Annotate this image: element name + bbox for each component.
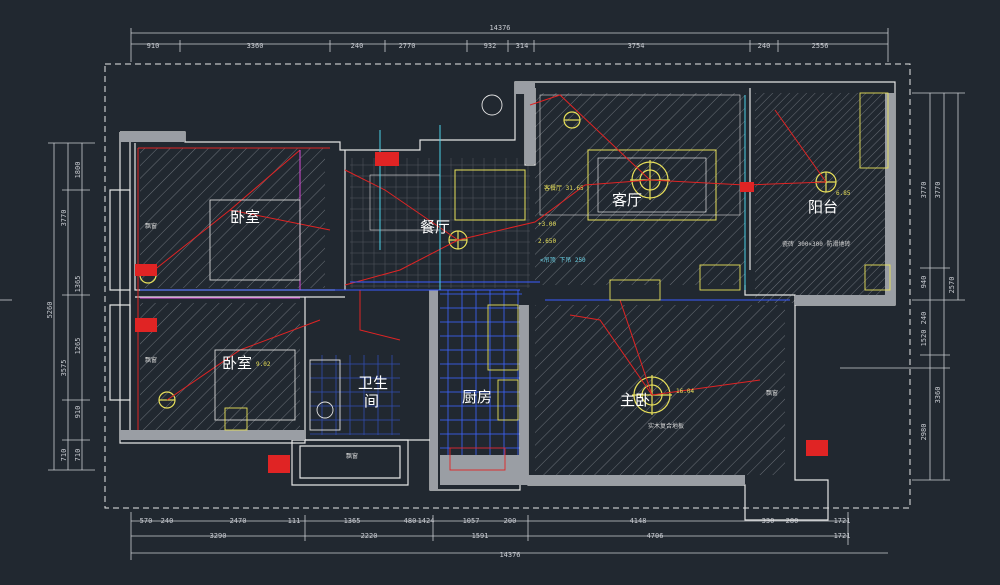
note-bedroom-area: 9.02 (256, 361, 271, 368)
left-dimension-lines (0, 142, 95, 471)
room-label-bedroom-top: 卧室 (230, 208, 260, 226)
note-living-area: 客餐厅 31.65 (544, 184, 584, 192)
note-window-4: 飘窗 (766, 389, 778, 397)
room-label-bathroom-a: 卫生 (358, 374, 388, 392)
note-balcony-area: 6.85 (836, 190, 851, 197)
bottom-mid-dim-3: 1591 (472, 532, 489, 540)
wall-solids (120, 82, 895, 490)
bottom-dim-2: 240 (161, 517, 174, 525)
bottom-total-dim: 14376 (499, 551, 520, 559)
master-chandelier-icon (632, 375, 672, 415)
note-master-area: 16.04 (676, 388, 694, 395)
note-window-3: 飘窗 (346, 452, 358, 460)
top-dim-2: 3360 (247, 42, 264, 50)
room-label-master: 主卧 (620, 391, 650, 409)
bottom-dim-9: 200 (504, 517, 517, 525)
right-dimension-lines (840, 92, 965, 481)
top-dim-6: 314 (516, 42, 529, 50)
note-dining-height: +3.00 (538, 221, 556, 228)
bottom-dim-6: 480 (404, 517, 417, 525)
left-dim-6: 1265 (74, 338, 82, 355)
bottom-middle-dims: 3290 2220 1591 4706 1721 (210, 532, 851, 540)
room-labels: 卧室 卧室 餐厅 客厅 阳台 卫生 间 厨房 主卧 (222, 191, 838, 410)
right-dim-7: 3360 (934, 387, 942, 404)
bottom-dim-4: 111 (288, 517, 301, 525)
left-vertical-dims: 1800 3770 1365 5260 3575 1265 910 710 71… (46, 162, 82, 462)
left-dim-1: 1800 (74, 162, 82, 179)
right-dim-2: 3770 (934, 182, 942, 199)
right-dim-5: 240 (920, 312, 928, 325)
left-dim-4: 5260 (46, 302, 54, 319)
bottom-dim-12: 280 (786, 517, 799, 525)
bottom-dim-8: 1057 (463, 517, 480, 525)
right-dim-4: 2570 (948, 277, 956, 294)
top-dim-8: 240 (758, 42, 771, 50)
bottom-dim-13: 1721 (834, 517, 851, 525)
top-dim-7: 3754 (628, 42, 645, 50)
left-dim-9: 710 (74, 449, 82, 462)
room-label-living: 客厅 (612, 191, 642, 209)
top-dim-3: 240 (351, 42, 364, 50)
bottom-dimension-lines (130, 512, 888, 560)
room-label-balcony: 阳台 (808, 198, 838, 216)
bottom-dim-3: 2470 (230, 517, 247, 525)
top-dimension-lines (130, 28, 889, 62)
top-dim-5: 932 (484, 42, 497, 50)
bottom-mid-dim-2: 2220 (361, 532, 378, 540)
note-dining-mark: 2.650 (538, 238, 556, 245)
top-total-dim: 14376 (489, 24, 510, 32)
furniture (209, 92, 891, 471)
left-dim-8: 710 (60, 449, 68, 462)
note-ceiling: <吊顶 下吊 250 (540, 257, 586, 264)
note-balcony-floor: 瓷砖 300×300 防滑地砖 (782, 240, 851, 248)
note-window-1: 飘窗 (145, 222, 157, 230)
room-label-bedroom-bottom: 卧室 (222, 354, 252, 372)
right-dim-6: 1520 (920, 330, 928, 347)
left-dim-5: 3575 (60, 360, 68, 377)
top-dim-4: 2770 (399, 42, 416, 50)
right-dim-8: 2980 (920, 424, 928, 441)
left-dim-7: 910 (74, 406, 82, 419)
room-label-bathroom-b: 间 (364, 392, 379, 410)
bottom-dim-11: 330 (762, 517, 775, 525)
site-boundary (104, 63, 911, 509)
right-dim-3: 940 (920, 276, 928, 289)
top-segment-dims: 910 3360 240 2770 932 314 3754 240 2556 (147, 42, 829, 50)
note-floor: 实木复合地板 (648, 422, 684, 430)
bottom-mid-dim-1: 3290 (210, 532, 227, 540)
bottom-dim-7: 1424 (418, 517, 435, 525)
right-vertical-dims: 3770 3770 940 2570 240 1520 3360 2980 (920, 182, 956, 441)
right-dim-1: 3770 (920, 182, 928, 199)
left-dim-3: 1365 (74, 276, 82, 293)
bottom-mid-dim-4: 4706 (647, 532, 664, 540)
room-label-dining: 餐厅 (420, 218, 450, 236)
room-label-kitchen: 厨房 (462, 388, 492, 406)
entry-light-icon (563, 111, 581, 129)
cyan-lines (379, 95, 746, 290)
bottom-mid-dim-5: 1721 (834, 532, 851, 540)
panels (135, 152, 828, 473)
bottom-dim-1: 570 (140, 517, 153, 525)
bottom-dim-5: 1365 (344, 517, 361, 525)
bottom-dim-10: 4148 (630, 517, 647, 525)
floor-fills (140, 93, 895, 475)
bottom-segment-dims: 570 240 2470 111 1365 480 1424 1057 200 … (140, 517, 851, 525)
note-window-2: 飘窗 (145, 356, 157, 364)
left-dim-2: 3770 (60, 210, 68, 227)
data-lines (140, 281, 790, 301)
top-dim-9: 2556 (812, 42, 829, 50)
annotations: 客餐厅 31.65 +3.00 2.650 <吊顶 下吊 250 16.04 6… (145, 184, 851, 460)
top-dim-1: 910 (147, 42, 160, 50)
